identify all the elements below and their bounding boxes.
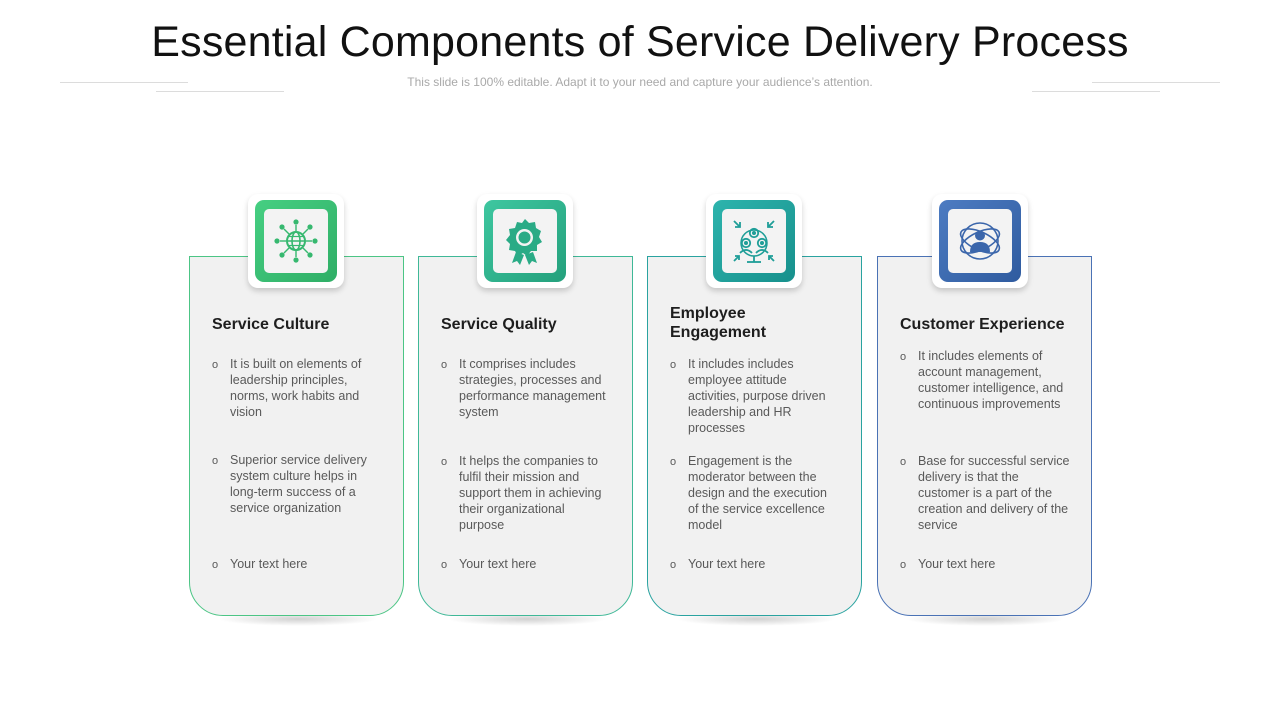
icon-frame [932, 194, 1028, 288]
icon-frame [248, 194, 344, 288]
icon-frame [706, 194, 802, 288]
card-title: Service Culture [212, 316, 330, 333]
decorative-line [1092, 82, 1220, 83]
decorative-line [1032, 91, 1160, 92]
icon-frame [477, 194, 573, 288]
award-badge-icon [506, 219, 542, 265]
card-title: Service Quality [441, 316, 557, 333]
slide-title: Essential Components of Service Delivery… [151, 18, 1129, 66]
customer-orbit-icon [959, 222, 1001, 260]
decorative-line [156, 91, 284, 92]
slide-subtitle: This slide is 100% editable. Adapt it to… [407, 75, 873, 89]
card-title: Customer Experience [900, 316, 1065, 333]
decorative-line [60, 82, 188, 83]
globe-network-icon [274, 219, 318, 263]
card-title: Employee Engagement [670, 305, 767, 341]
team-engagement-icon [733, 220, 775, 263]
